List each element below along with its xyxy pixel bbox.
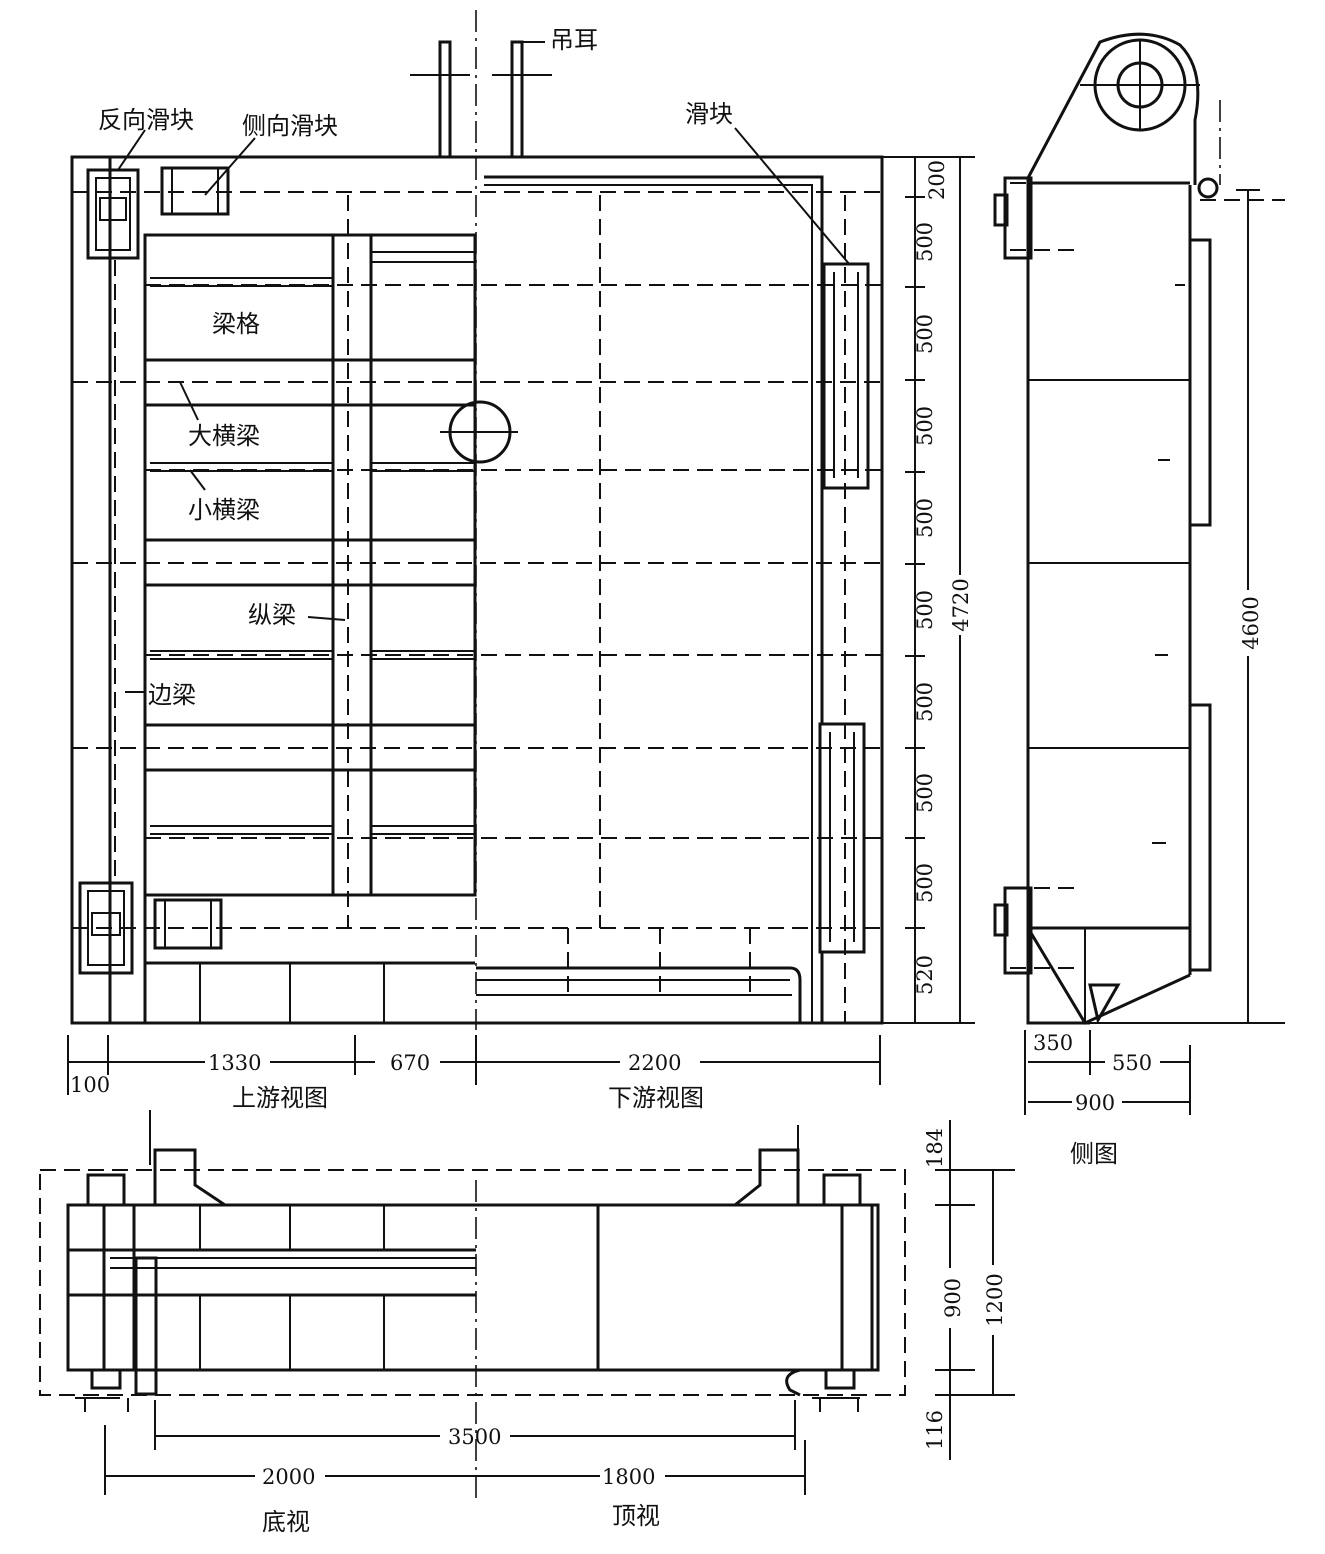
- dim-500-3: 500: [913, 406, 937, 446]
- dim-350: 350: [1033, 1031, 1073, 1055]
- label-slider: 滑块: [685, 100, 733, 128]
- label-longitudinal-beam: 纵梁: [248, 601, 296, 629]
- beam-grid: [143, 233, 477, 897]
- dim-2000: 2000: [262, 1465, 315, 1489]
- front-elevation: [70, 10, 975, 1030]
- title-side-view: 侧图: [1070, 1140, 1118, 1168]
- front-bottom-dimensions: [67, 1035, 881, 1095]
- title-downstream-view: 下游视图: [608, 1084, 704, 1112]
- longitudinal-beam: [331, 233, 373, 897]
- dim-900-side: 900: [1075, 1091, 1115, 1115]
- side-view: [993, 32, 1285, 1025]
- dim-670: 670: [390, 1051, 430, 1075]
- gate-outline: [70, 155, 884, 1025]
- label-lifting-lug: 吊耳: [550, 26, 598, 54]
- dim-500-1: 500: [913, 222, 937, 262]
- label-reverse-slider: 反向滑块: [98, 106, 194, 134]
- dim-500-8: 500: [913, 863, 937, 903]
- dim-2200: 2200: [628, 1051, 681, 1075]
- dim-1330: 1330: [208, 1051, 261, 1075]
- plan-right-dimensions: [935, 1120, 1015, 1460]
- title-bottom-view: 底视: [262, 1508, 310, 1536]
- dim-900-plan: 900: [941, 1278, 965, 1318]
- dim-1200: 1200: [983, 1273, 1007, 1326]
- plan-bottom-dimensions: [104, 1400, 806, 1495]
- dim-500-7: 500: [913, 773, 937, 813]
- dim-520: 520: [913, 955, 937, 995]
- dim-500-2: 500: [913, 314, 937, 354]
- dim-184: 184: [923, 1128, 947, 1168]
- label-beam-grid: 梁格: [212, 310, 260, 338]
- dim-4720: 4720: [949, 578, 973, 631]
- dim-4600: 4600: [1239, 596, 1263, 649]
- label-edge-beam: 边梁: [148, 681, 196, 709]
- dim-500-4: 500: [913, 498, 937, 538]
- dim-200: 200: [925, 160, 949, 200]
- dim-550: 550: [1112, 1051, 1152, 1075]
- dim-1800: 1800: [602, 1465, 655, 1489]
- dim-3500: 3500: [448, 1425, 501, 1449]
- dim-500-5: 500: [913, 590, 937, 630]
- dim-100: 100: [70, 1073, 110, 1097]
- side-bottom-dimensions: [1024, 1030, 1191, 1115]
- reverse-slider-top: [86, 168, 140, 260]
- lifting-lug-shape: [410, 40, 552, 159]
- title-top-view: 顶视: [612, 1502, 660, 1530]
- dim-116: 116: [923, 1410, 947, 1450]
- label-main-cross-beam: 大横梁: [188, 422, 260, 450]
- dim-500-6: 500: [913, 682, 937, 722]
- label-side-slider: 侧向滑块: [242, 112, 338, 140]
- side-slider-bottom: [153, 898, 223, 950]
- title-upstream-view: 上游视图: [232, 1084, 328, 1112]
- label-small-cross-beam: 小横梁: [188, 496, 260, 524]
- plan-view: [39, 1110, 906, 1500]
